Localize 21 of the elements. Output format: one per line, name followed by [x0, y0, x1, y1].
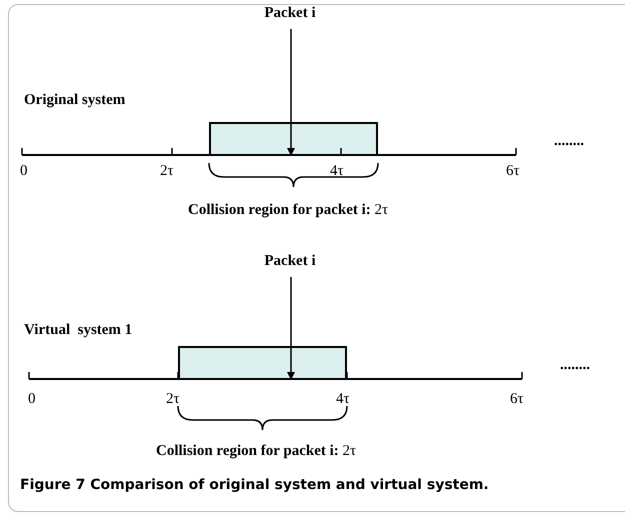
- window-box: [178, 346, 347, 380]
- tick-label: 2τ: [166, 391, 180, 408]
- tick-label: 0: [28, 391, 36, 408]
- packet-label: Packet i: [254, 253, 326, 273]
- tick-label: 6τ: [510, 391, 524, 408]
- arrow: [287, 277, 295, 380]
- arrow: [287, 29, 295, 156]
- tick-label: 2τ: [160, 163, 174, 180]
- tick-label: 6τ: [506, 163, 520, 180]
- figure-caption: Figure 7 Comparison of original system and virtual system.: [20, 477, 489, 493]
- window-box: [209, 122, 378, 156]
- packet-label: Packet i: [254, 5, 326, 25]
- system-name: Virtual system 1: [24, 322, 132, 339]
- tick-label: 0: [20, 163, 28, 180]
- ellipsis: ........: [554, 133, 584, 150]
- ellipsis: ........: [560, 357, 590, 374]
- tick-label: 4τ: [330, 163, 344, 180]
- system-name: Original system: [24, 92, 126, 109]
- region-caption: Collision region for packet i: 2τ: [156, 443, 356, 460]
- tick-label: 4τ: [336, 391, 350, 408]
- region-caption: Collision region for packet i: 2τ: [188, 202, 388, 219]
